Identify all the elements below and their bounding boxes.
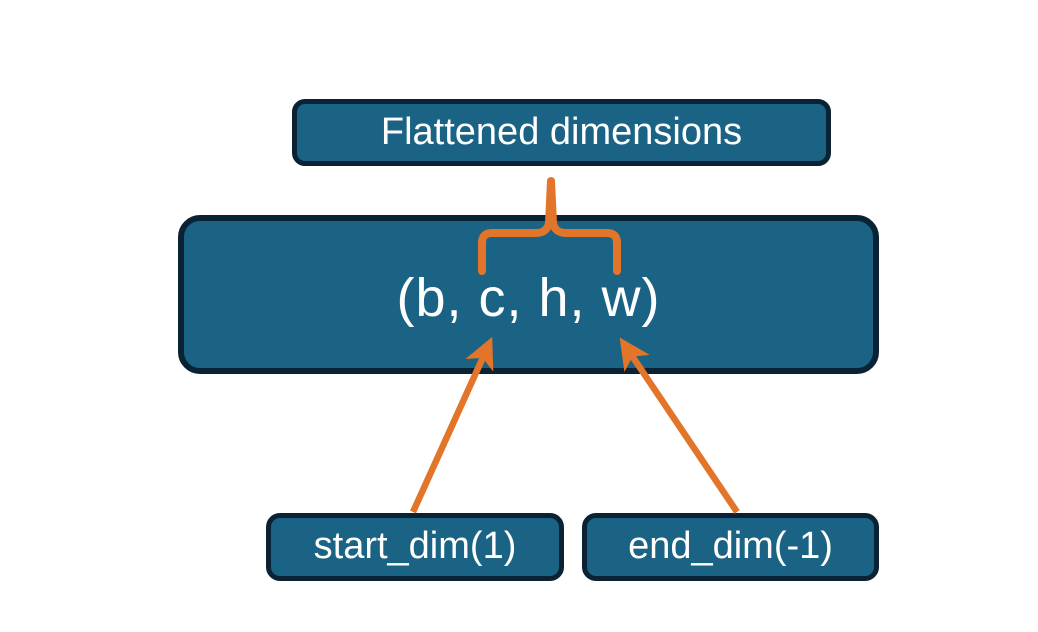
tensor-shape-label: (b, c, h, w) [396, 268, 661, 329]
flattened-dimensions-label: Flattened dimensions [380, 110, 743, 153]
end-dim-box[interactable]: end_dim(-1) [582, 513, 879, 581]
tensor-shape-box[interactable]: (b, c, h, w) [178, 215, 879, 374]
flattened-dimensions-box[interactable]: Flattened dimensions [292, 99, 831, 166]
start-dim-box[interactable]: start_dim(1) [266, 513, 564, 581]
end-dim-label: end_dim(-1) [628, 525, 833, 568]
start-dim-label: start_dim(1) [313, 525, 517, 568]
